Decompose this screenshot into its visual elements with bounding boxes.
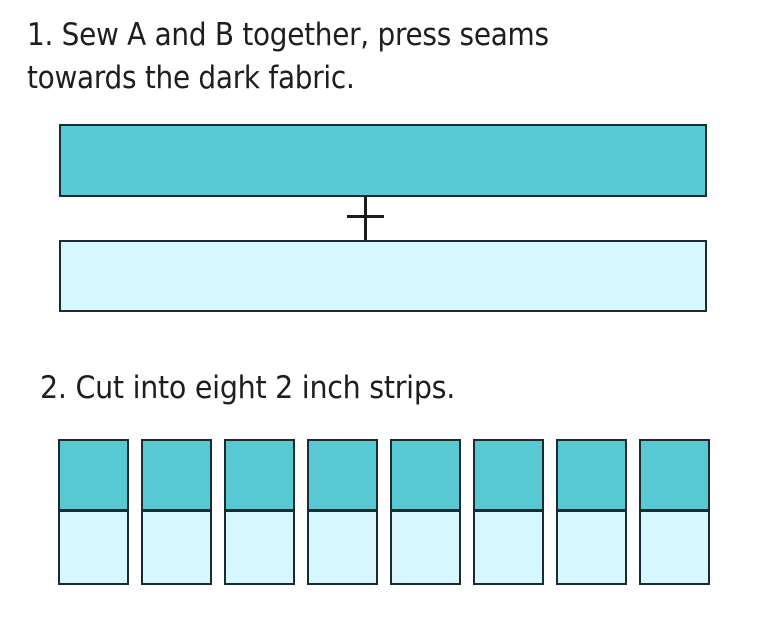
step-1-line-2: towards the dark fabric. xyxy=(27,60,355,96)
strip-light-segment xyxy=(639,512,710,585)
cut-strips-row xyxy=(58,439,710,585)
strip-light-segment xyxy=(307,512,378,585)
cut-strip-7 xyxy=(556,439,627,585)
cut-strip-6 xyxy=(473,439,544,585)
cut-strip-3 xyxy=(224,439,295,585)
strip-dark-segment xyxy=(141,439,212,512)
cut-strip-2 xyxy=(141,439,212,585)
cut-strip-8 xyxy=(639,439,710,585)
strip-light-segment xyxy=(556,512,627,585)
step-1-instruction: 1. Sew A and B together, press seams tow… xyxy=(27,14,549,100)
strip-light-segment xyxy=(58,512,129,585)
plus-icon-horizontal xyxy=(347,215,384,218)
strip-dark-segment xyxy=(224,439,295,512)
strip-dark-segment xyxy=(556,439,627,512)
fabric-strip-a-dark xyxy=(59,124,707,197)
strip-light-segment xyxy=(473,512,544,585)
strip-dark-segment xyxy=(473,439,544,512)
strip-light-segment xyxy=(224,512,295,585)
cut-strip-4 xyxy=(307,439,378,585)
cut-strip-5 xyxy=(390,439,461,585)
step-2-instruction: 2. Cut into eight 2 inch strips. xyxy=(40,370,456,406)
strip-dark-segment xyxy=(307,439,378,512)
strip-light-segment xyxy=(390,512,461,585)
strip-dark-segment xyxy=(390,439,461,512)
cut-strip-1 xyxy=(58,439,129,585)
fabric-strip-b-light xyxy=(59,240,707,312)
strip-dark-segment xyxy=(58,439,129,512)
step-1-line-1: 1. Sew A and B together, press seams xyxy=(27,17,549,53)
strip-light-segment xyxy=(141,512,212,585)
plus-icon-vertical xyxy=(364,196,367,242)
strip-dark-segment xyxy=(639,439,710,512)
